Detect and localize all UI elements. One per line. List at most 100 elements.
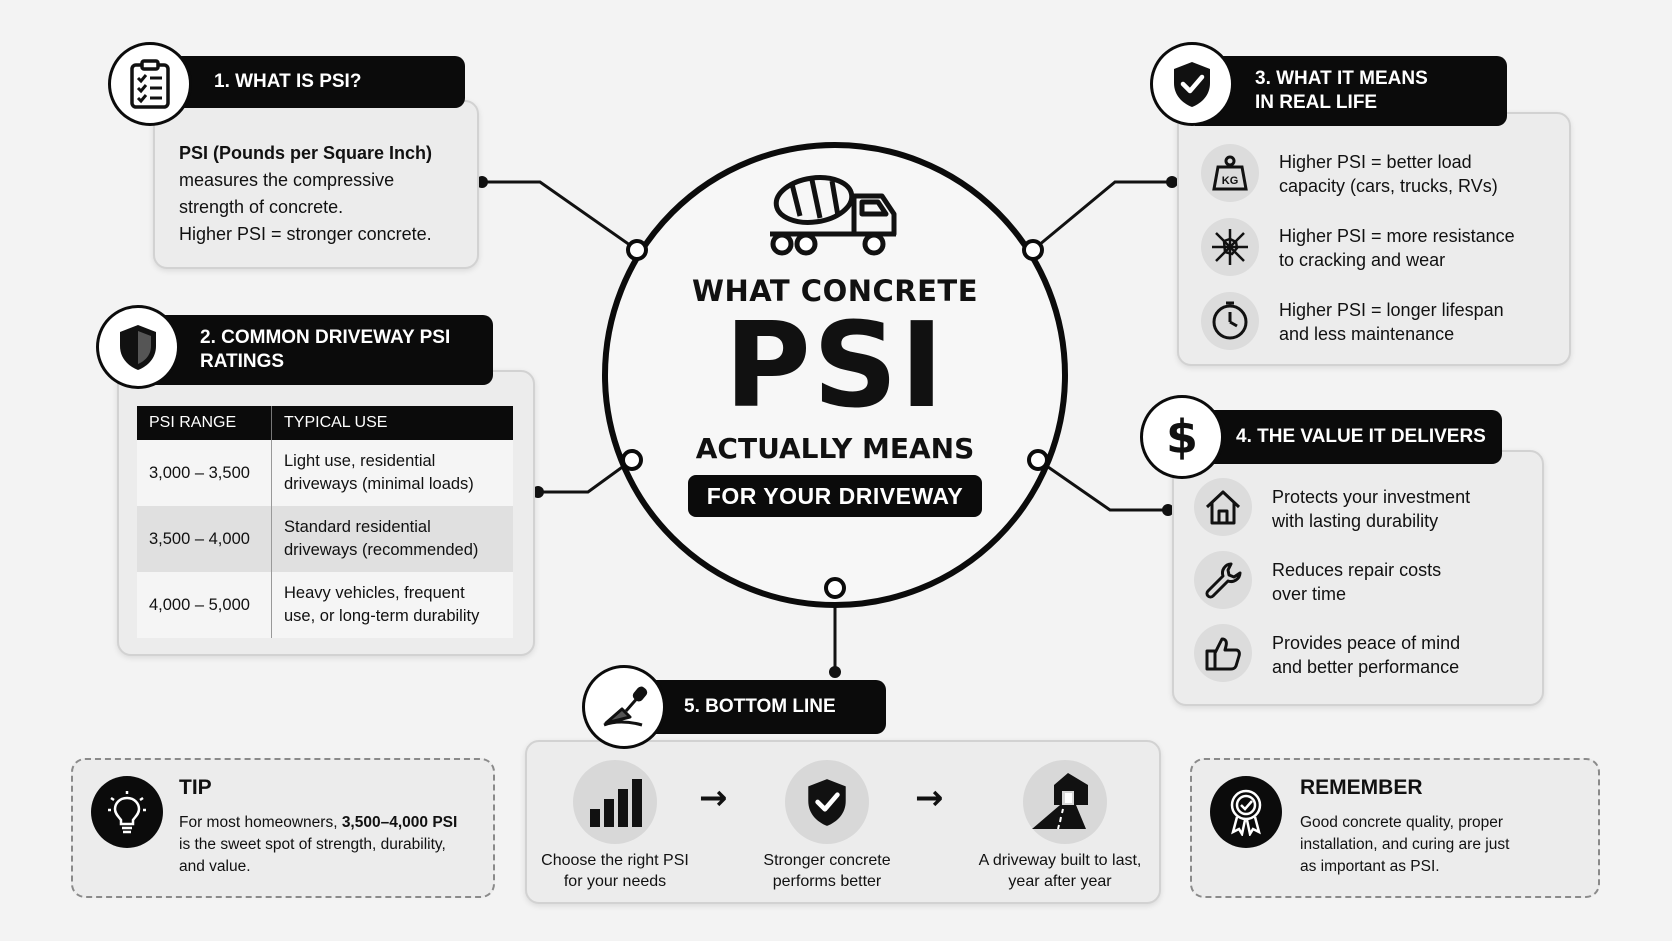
shield-check-icon	[1150, 42, 1234, 126]
section5-title: 5. BOTTOM LINE	[684, 696, 836, 717]
step3-line2: year after year	[1008, 873, 1112, 890]
typical-use-line2: driveways (minimal loads)	[284, 475, 474, 493]
shield-check-icon	[785, 760, 869, 844]
award-ribbon-icon	[1210, 776, 1282, 848]
center-title-psi: PSI	[724, 296, 946, 434]
remember-title: REMEMBER	[1300, 776, 1423, 799]
section1-line4: Higher PSI = stronger concrete.	[179, 224, 432, 244]
section3-item1-line1: Higher PSI = better load	[1279, 152, 1472, 172]
bar-chart-icon	[573, 760, 657, 844]
remember-line3: as important as PSI.	[1300, 858, 1440, 875]
step-label: Stronger concrete performs better	[727, 850, 927, 892]
psi-range-cell: 4,000 – 5,000	[137, 572, 272, 638]
section4-card: Protects your investment with lasting du…	[1172, 450, 1544, 706]
section3-title-line1: 3. WHAT IT MEANS	[1255, 68, 1428, 89]
typical-use-line2: use, or long-term durability	[284, 607, 480, 625]
typical-use-line1: Light use, residential	[284, 452, 436, 470]
section3-item: Higher PSI = more resistance to cracking…	[1279, 224, 1559, 272]
step-label: A driveway built to last, year after yea…	[955, 850, 1165, 892]
section4-item1-line1: Protects your investment	[1272, 487, 1471, 507]
dollar-sign-icon: $	[1140, 395, 1224, 479]
section4-item1-line2: with lasting durability	[1272, 511, 1439, 531]
typical-use-line1: Heavy vehicles, frequent	[284, 584, 465, 602]
psi-table: PSI RANGE TYPICAL USE 3,000 – 3,500 Ligh…	[137, 406, 513, 638]
section3-title-line2: IN REAL LIFE	[1255, 92, 1378, 113]
clock-icon	[1201, 292, 1259, 350]
center-tag-label: FOR YOUR DRIVEWAY	[706, 482, 964, 509]
table-row: 4,000 – 5,000 Heavy vehicles, frequent us…	[137, 572, 513, 638]
section4-item: Protects your investment with lasting du…	[1272, 485, 1532, 533]
trowel-icon	[582, 665, 666, 749]
table-row: 3,500 – 4,000 Standard residential drivew…	[137, 506, 513, 572]
section3-item3-line2: and less maintenance	[1279, 324, 1455, 344]
center-tag: FOR YOUR DRIVEWAY	[688, 475, 982, 517]
wrench-icon	[1194, 551, 1252, 609]
section1-title: 1. WHAT IS PSI?	[214, 71, 362, 92]
typical-use-line1: Standard residential	[284, 518, 431, 536]
remember-box: REMEMBER Good concrete quality, proper i…	[1190, 758, 1600, 898]
section1-body: PSI (Pounds per Square Inch) measures th…	[179, 140, 469, 248]
step3-line1: A driveway built to last,	[978, 852, 1142, 869]
section4-item: Provides peace of mind and better perfor…	[1272, 631, 1532, 679]
section4-item: Reduces repair costs over time	[1272, 558, 1532, 606]
step2-line2: performs better	[772, 873, 882, 890]
cement-mixer-truck-icon	[762, 172, 902, 262]
tip-box: TIP For most homeowners, 3,500–4,000 PSI…	[71, 758, 495, 898]
road-garage-icon	[1023, 760, 1107, 844]
section2-header: 2. COMMON DRIVEWAY PSI RATINGS	[140, 315, 493, 385]
kg-label: KG	[1222, 175, 1239, 187]
step1-line1: Choose the right PSI	[541, 852, 689, 869]
section5-card: → → Choose the right PSI for your needs …	[525, 740, 1161, 904]
typical-use-cell: Standard residential driveways (recommend…	[271, 506, 513, 572]
dollar-symbol: $	[1165, 410, 1198, 464]
section3-item2-line1: Higher PSI = more resistance	[1279, 226, 1515, 246]
shield-icon	[96, 305, 180, 389]
section4-header: 4. THE VALUE IT DELIVERS	[1180, 410, 1502, 464]
lightbulb-icon	[91, 776, 163, 848]
tip-line3: and value.	[179, 858, 251, 875]
section3-item: Higher PSI = longer lifespan and less ma…	[1279, 298, 1559, 346]
section1-header: 1. WHAT IS PSI?	[160, 56, 465, 108]
psi-range-cell: 3,000 – 3,500	[137, 440, 272, 506]
table-row: 3,000 – 3,500 Light use, residential driv…	[137, 440, 513, 506]
section3-item: Higher PSI = better load capacity (cars,…	[1279, 150, 1559, 198]
section3-card: KG Higher PSI = better load capacity (ca…	[1177, 112, 1571, 366]
section1-line3: strength of concrete.	[179, 197, 344, 217]
weight-kg-icon: KG	[1201, 144, 1259, 202]
tip-body: For most homeowners, 3,500–4,000 PSI is …	[179, 812, 479, 878]
typical-use-cell: Light use, residential driveways (minimal…	[271, 440, 513, 506]
house-icon	[1194, 478, 1252, 536]
section2-title-line2: RATINGS	[200, 351, 285, 372]
section1-line2: measures the compressive	[179, 170, 395, 190]
typical-use-header: TYPICAL USE	[271, 406, 513, 440]
section1-bold: PSI (Pounds per Square Inch)	[179, 143, 433, 163]
section1-card: PSI (Pounds per Square Inch) measures th…	[153, 100, 479, 269]
section4-title: 4. THE VALUE IT DELIVERS	[1236, 426, 1486, 447]
section3-header: 3. WHAT IT MEANS IN REAL LIFE	[1195, 56, 1507, 126]
arrow-icon: →	[915, 778, 944, 818]
step-label: Choose the right PSI for your needs	[515, 850, 715, 892]
section3-item2-line2: to cracking and wear	[1279, 250, 1446, 270]
thumbs-up-icon	[1194, 624, 1252, 682]
section2-card: PSI RANGE TYPICAL USE 3,000 – 3,500 Ligh…	[117, 370, 535, 656]
center-title-line3: ACTUALLY MEANS	[695, 432, 975, 465]
section3-item3-line1: Higher PSI = longer lifespan	[1279, 300, 1504, 320]
section4-item2-line1: Reduces repair costs	[1272, 560, 1442, 580]
clipboard-checklist-icon	[108, 42, 192, 126]
typical-use-cell: Heavy vehicles, frequent use, or long-ter…	[271, 572, 513, 638]
remember-body: Good concrete quality, proper installati…	[1300, 812, 1590, 878]
psi-range-cell: 3,500 – 4,000	[137, 506, 272, 572]
section4-item3-line1: Provides peace of mind	[1272, 633, 1461, 653]
section2-title-line1: 2. COMMON DRIVEWAY PSI	[200, 327, 451, 348]
tip-pre: For most homeowners,	[179, 814, 342, 831]
remember-line2: installation, and curing are just	[1300, 836, 1510, 853]
center-title-line1: WHAT CONCRETE	[691, 274, 979, 308]
tip-line2: is the sweet spot of strength, durabilit…	[179, 836, 446, 853]
arrow-icon: →	[699, 778, 728, 818]
section4-item2-line2: over time	[1272, 584, 1347, 604]
typical-use-line2: driveways (recommended)	[284, 541, 479, 559]
step1-line2: for your needs	[563, 873, 667, 890]
tip-bold: 3,500–4,000 PSI	[341, 814, 458, 831]
section3-item1-line2: capacity (cars, trucks, RVs)	[1279, 176, 1498, 196]
section4-item3-line2: and better performance	[1272, 657, 1460, 677]
